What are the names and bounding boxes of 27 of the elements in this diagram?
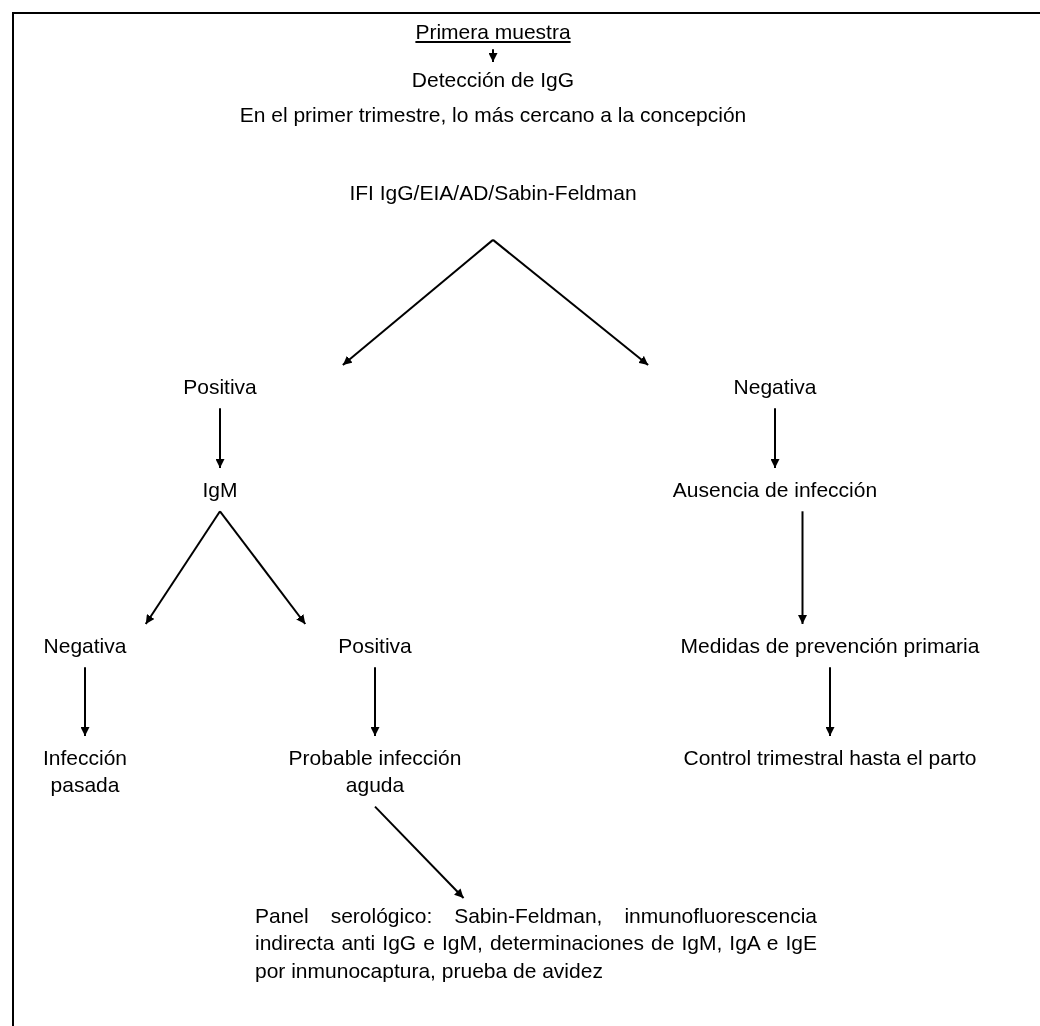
node-text: Panel serológico: Sabin-Feldman, inmunofluorescencia indirecta anti IgG e IgM, determinaciones de IgM, IgA e IgE por inmunocaptura, prueba de avidez [255,903,817,984]
node-text: Ausencia de infección [672,477,878,503]
arrow [492,238,650,366]
node-text: IFI IgG/EIA/AD/Sabin-Feldman [349,179,637,206]
node-text: Probable infección aguda [287,745,463,799]
node-text: Primera muestra [415,19,571,45]
node-text: Positiva [338,633,412,659]
node-text: Control trimestral hasta el parto [683,745,977,771]
arrow [374,805,465,899]
node-text: Detección de IgG [411,67,575,93]
arrow [798,510,807,625]
arrow [825,666,835,737]
arrow [144,510,221,625]
arrow [80,666,90,737]
node-text: Positiva [183,374,257,400]
node-text: En el primer trimestre, lo más cercano a la concepción [239,102,747,129]
arrow [219,510,307,625]
arrow [215,407,225,469]
node-text: Medidas de prevención primaria [680,633,980,659]
node-text: Negativa [733,374,817,400]
node-text: Negativa [43,633,127,659]
arrow [770,407,780,469]
arrow [488,48,498,63]
arrow [341,238,494,366]
node-text: IgM [202,477,238,503]
arrow [370,666,380,737]
node-text: Infección pasada [41,745,129,799]
